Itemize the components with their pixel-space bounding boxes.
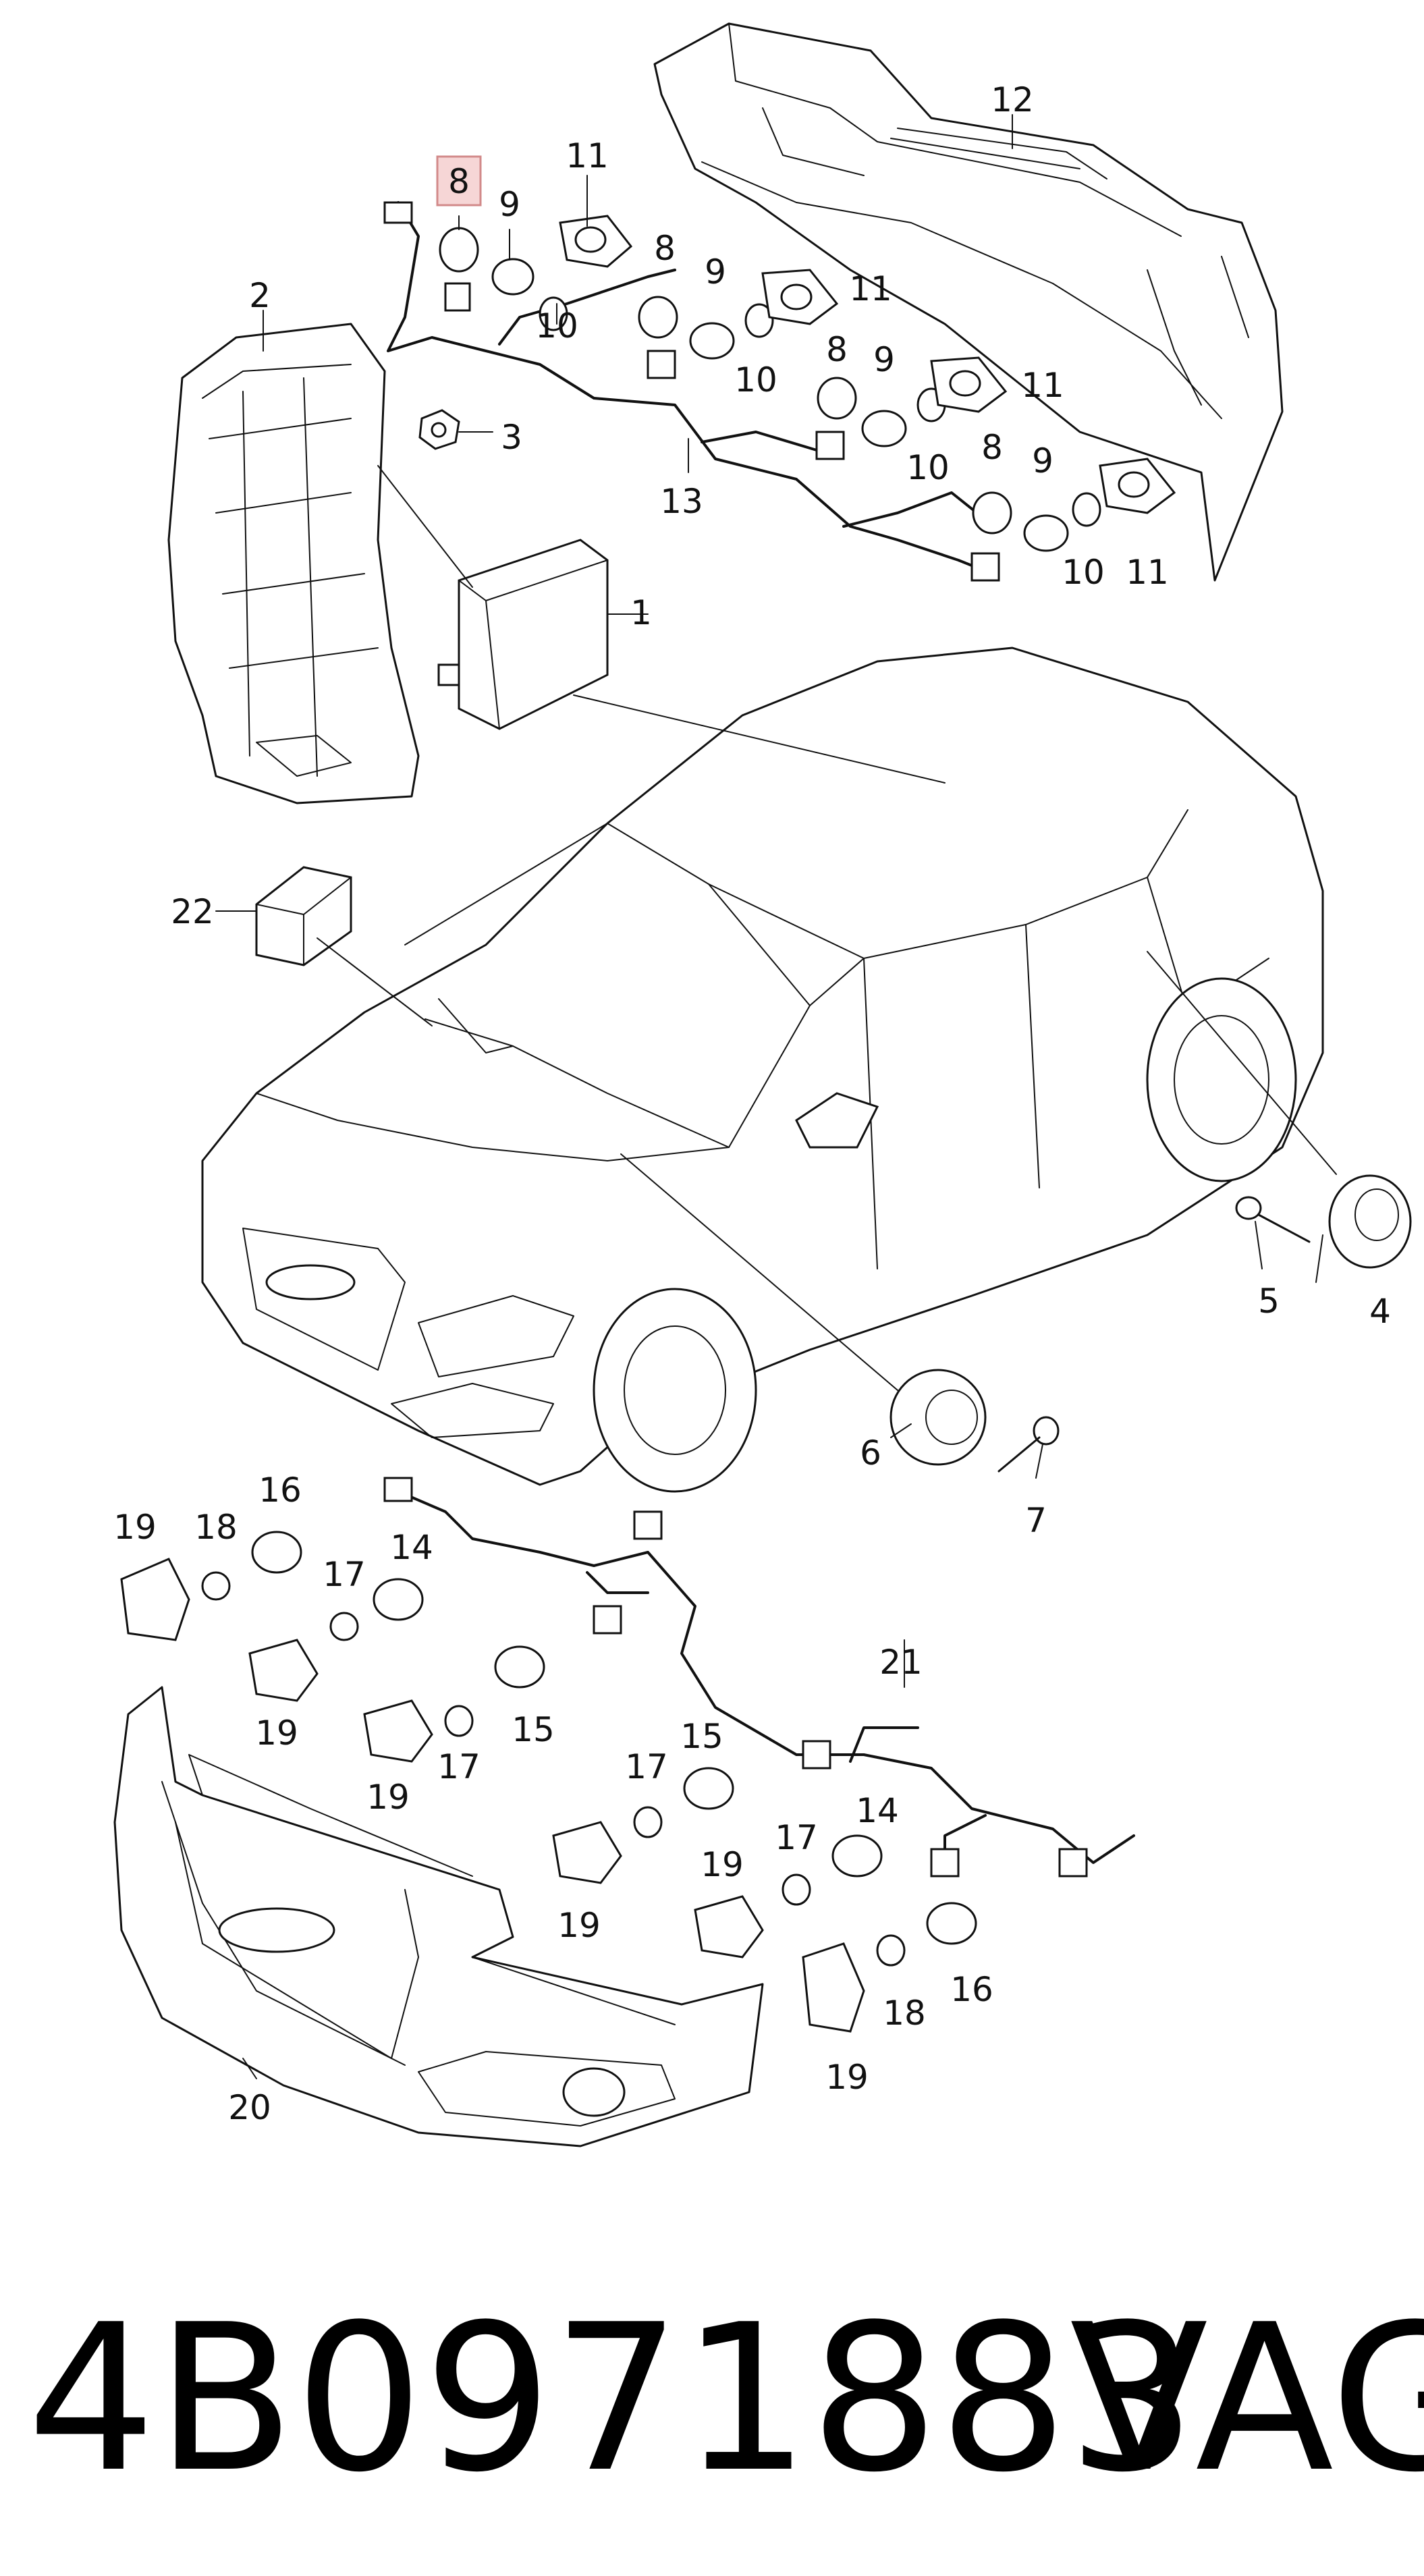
control-unit xyxy=(437,539,609,730)
callout-19: 19 xyxy=(113,1508,157,1547)
callout-11: 11 xyxy=(1126,553,1169,592)
callout-15: 15 xyxy=(512,1710,555,1749)
callout-18: 18 xyxy=(883,1994,926,2033)
front-bumper xyxy=(113,1686,764,2147)
callout-15: 15 xyxy=(680,1717,723,1756)
front-harness xyxy=(383,1477,1135,1878)
bolt-rear xyxy=(1235,1196,1311,1243)
callout-5: 5 xyxy=(1258,1282,1280,1321)
callout-19: 19 xyxy=(557,1906,601,1945)
callout-8: 8 xyxy=(981,428,1003,467)
highlighted-callout-box xyxy=(436,155,482,207)
callout-2: 2 xyxy=(249,276,271,315)
callout-17: 17 xyxy=(437,1747,481,1786)
callout-10: 10 xyxy=(906,448,950,487)
callout-17: 17 xyxy=(625,1747,668,1786)
callout-8-highlighted: 8 xyxy=(448,162,470,201)
nut xyxy=(418,409,460,450)
bolt-front xyxy=(997,1416,1060,1473)
callout-18: 18 xyxy=(194,1508,238,1547)
callout-21: 21 xyxy=(879,1643,923,1682)
callout-11: 11 xyxy=(566,136,609,175)
callout-14: 14 xyxy=(390,1528,433,1567)
mounting-bracket xyxy=(167,323,420,804)
callout-7: 7 xyxy=(1025,1501,1047,1540)
callout-9: 9 xyxy=(1032,441,1053,481)
callout-13: 13 xyxy=(660,482,703,521)
leader-lines xyxy=(215,114,1337,2079)
callout-19: 19 xyxy=(255,1714,298,1753)
callout-10: 10 xyxy=(535,306,578,346)
callout-14: 14 xyxy=(856,1791,899,1830)
switch-button xyxy=(255,866,352,966)
callout-3: 3 xyxy=(501,418,522,457)
callout-9: 9 xyxy=(705,252,726,292)
brand-label: VAG xyxy=(1070,2281,1424,2517)
callout-8: 8 xyxy=(826,330,848,369)
callout-6: 6 xyxy=(860,1433,881,1473)
callouts: 8 9 11 10 12 2 8 9 11 10 8 9 11 10 8 9 1… xyxy=(113,80,1391,2127)
callout-9: 9 xyxy=(499,185,520,224)
callout-19: 19 xyxy=(366,1778,410,1817)
callout-20: 20 xyxy=(228,2088,271,2127)
signal-buzzer-rear xyxy=(1328,1174,1412,1269)
callout-17: 17 xyxy=(775,1818,818,1857)
callout-10: 10 xyxy=(1062,553,1105,592)
callout-22: 22 xyxy=(171,892,214,931)
callout-8: 8 xyxy=(654,229,676,268)
callout-11: 11 xyxy=(1021,366,1064,405)
part-number: 4B0971883 xyxy=(27,2281,1197,2517)
callout-16: 16 xyxy=(258,1471,302,1510)
rear-harness xyxy=(383,201,1000,582)
rear-bumper xyxy=(653,22,1284,582)
callout-10: 10 xyxy=(734,360,777,400)
car-body xyxy=(201,647,1324,1493)
rear-sensor-parts xyxy=(439,215,1176,552)
front-sensor-parts xyxy=(120,1531,977,2033)
callout-1: 1 xyxy=(630,593,652,632)
callout-9: 9 xyxy=(873,340,895,379)
callout-19: 19 xyxy=(701,1845,744,1884)
callout-17: 17 xyxy=(323,1555,366,1594)
signal-buzzer-front xyxy=(889,1369,987,1466)
callout-11: 11 xyxy=(849,269,892,308)
callout-12: 12 xyxy=(991,80,1034,119)
callout-4: 4 xyxy=(1369,1292,1391,1331)
callout-16: 16 xyxy=(950,1970,993,2009)
callout-19: 19 xyxy=(825,2058,869,2097)
